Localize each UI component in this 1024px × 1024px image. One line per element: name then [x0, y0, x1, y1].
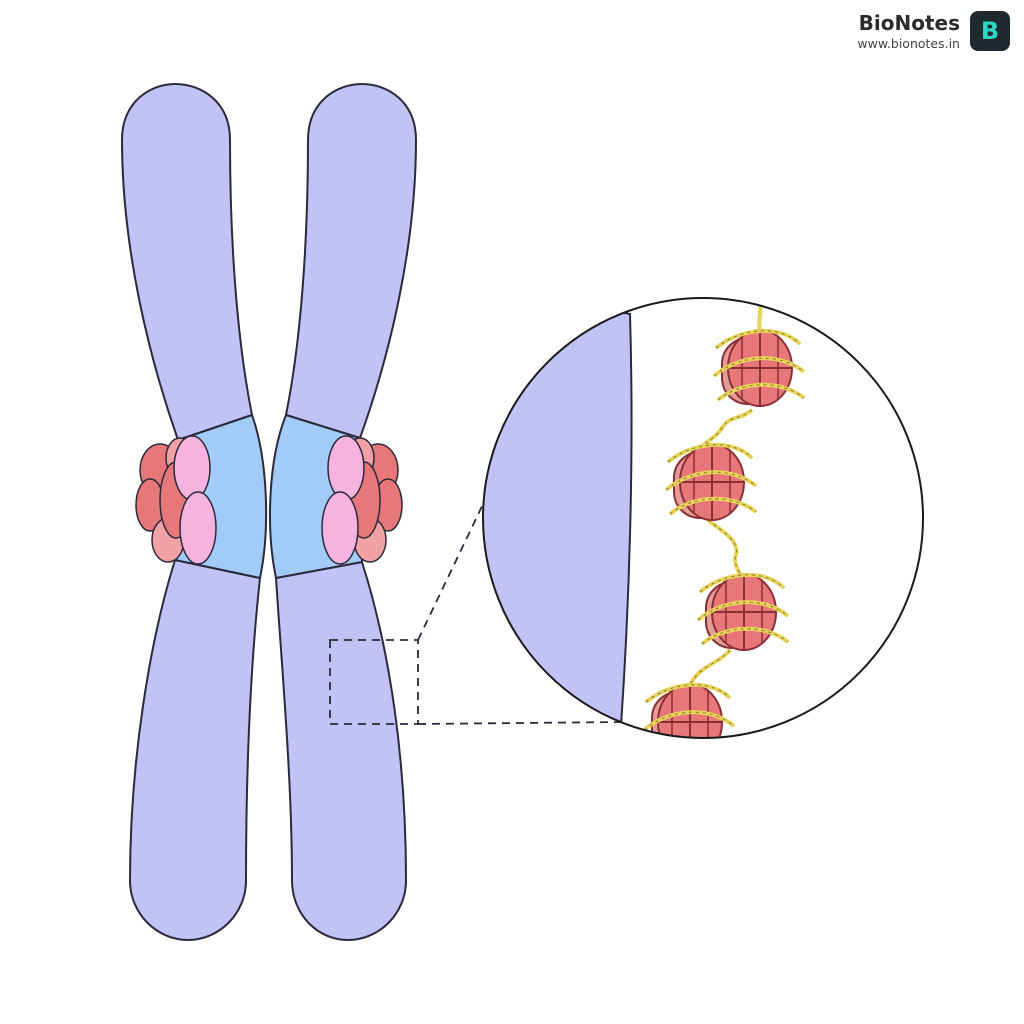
right-chromatid-upper-arm — [284, 82, 418, 440]
brand-watermark: BioNotes www.bionotes.in B — [857, 10, 1010, 52]
inset-chromatid-section — [483, 298, 633, 738]
brand-url: www.bionotes.in — [857, 36, 960, 51]
left-chromatid — [120, 82, 268, 942]
right-chromatid — [269, 82, 418, 942]
left-chromatid-lower-arm — [128, 558, 262, 942]
right-kinetochore — [321, 435, 403, 565]
zoom-leader-line-bottom — [417, 721, 624, 725]
brand-text: BioNotes www.bionotes.in — [857, 10, 960, 52]
zoom-selection-box — [329, 639, 419, 725]
left-kinetochore — [135, 435, 217, 565]
magnifier-zoom-inset — [482, 297, 924, 739]
left-chromatid-upper-arm — [120, 82, 254, 442]
right-chromatid-lower-arm — [274, 560, 408, 942]
zoom-selection — [329, 499, 624, 725]
brand-logo-letter: B — [980, 17, 1000, 45]
brand-logo-icon: B — [970, 11, 1010, 51]
magnifier-circle-outline — [482, 297, 924, 739]
brand-name: BioNotes — [858, 11, 960, 35]
zoom-leader-line-top — [417, 499, 486, 641]
